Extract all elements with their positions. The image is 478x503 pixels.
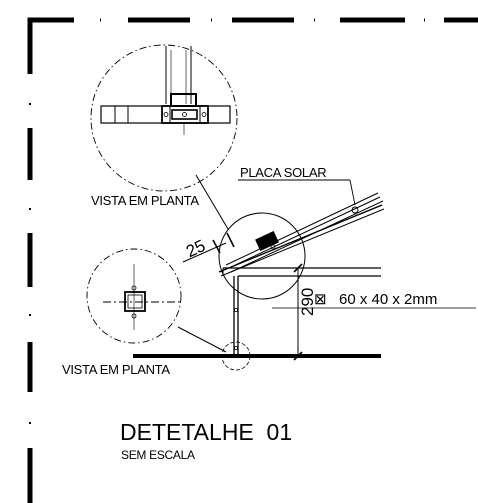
sheet-border	[27, 17, 478, 503]
top-plan-view-detail	[90, 44, 238, 192]
top-view-label: VISTA EM PLANTA	[91, 193, 199, 208]
solar-panel-label: PLACA SOLAR	[240, 165, 326, 180]
profile-symbol: ⊠	[314, 291, 327, 308]
detail-title: DETETALHE 01	[120, 419, 292, 445]
solar-panel-leader	[349, 179, 356, 206]
connection-markers	[218, 212, 306, 371]
dimension-rafter-label: 25	[183, 236, 208, 261]
dimension-height	[272, 263, 476, 361]
top-detail-leader	[195, 174, 229, 230]
column-plan-view-detail	[86, 248, 182, 344]
roof-structure	[133, 192, 385, 358]
solar-panel-leader-dot	[351, 206, 359, 214]
detail-scale: SEM ESCALA	[121, 448, 195, 462]
dimension-height-label: 290	[298, 288, 317, 316]
side-view-label: VISTA EM PLANTA	[62, 362, 170, 377]
dimension-rafter	[182, 232, 235, 263]
column-detail-leader	[177, 326, 227, 353]
profile-spec-label: 60 x 40 x 2mm	[339, 291, 437, 308]
